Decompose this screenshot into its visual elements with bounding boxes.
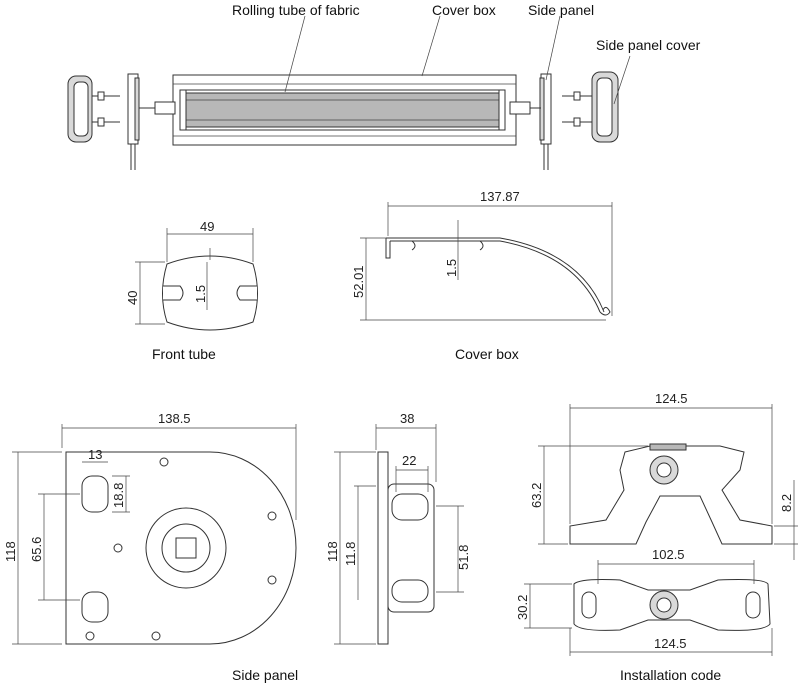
installation-code-top-view [524, 560, 773, 656]
side-panel-front-view [12, 424, 297, 645]
side-view-height: 118 [325, 541, 340, 562]
side-panel-width: 138.5 [158, 411, 191, 426]
side-panel-hole-spacing: 65.6 [29, 537, 44, 562]
side-panel-side-view [334, 424, 464, 645]
cover-box-width: 137.87 [480, 189, 520, 204]
right-side-panel-cover [562, 71, 619, 143]
side-view-inner: 22 [402, 453, 416, 468]
installation-top-width: 124.5 [654, 636, 687, 651]
left-side-panel [127, 73, 155, 170]
side-panel-height: 118 [3, 541, 18, 562]
front-tube-width: 49 [200, 219, 214, 234]
installation-side-height: 63.2 [529, 483, 544, 508]
caption-front-tube: Front tube [152, 346, 216, 362]
caption-cover-box: Cover box [455, 346, 519, 362]
exploded-assembly [67, 15, 631, 170]
installation-side-thickness: 8.2 [779, 494, 794, 512]
cover-box-height: 52.01 [351, 265, 366, 298]
installation-side-width: 124.5 [655, 391, 688, 406]
side-view-spacing: 51.8 [456, 545, 471, 570]
installation-top-height: 30.2 [515, 595, 530, 620]
rolling-tube [179, 89, 506, 131]
cover-box-lip: 1.5 [444, 259, 459, 277]
front-tube-slot: 1.5 [193, 285, 208, 303]
right-side-panel [530, 73, 552, 170]
left-side-panel-cover [67, 75, 120, 143]
callout-side-panel-cover: Side panel cover [596, 37, 701, 53]
installation-top-inner: 102.5 [652, 547, 685, 562]
cover-box-profile [360, 202, 613, 321]
callout-rolling-tube: Rolling tube of fabric [232, 2, 360, 18]
side-panel-hole-height: 18.8 [111, 483, 126, 508]
side-view-width: 38 [400, 411, 414, 426]
callout-side-panel: Side panel [528, 2, 594, 18]
installation-code-side-view [538, 404, 798, 560]
side-panel-hole-width: 13 [88, 447, 102, 462]
front-tube-drawing [135, 228, 258, 331]
side-view-offset: 11.8 [343, 542, 358, 566]
caption-installation-code: Installation code [620, 667, 721, 683]
callout-cover-box: Cover box [432, 2, 496, 18]
front-tube-height: 40 [125, 291, 140, 305]
caption-side-panel: Side panel [232, 667, 298, 683]
